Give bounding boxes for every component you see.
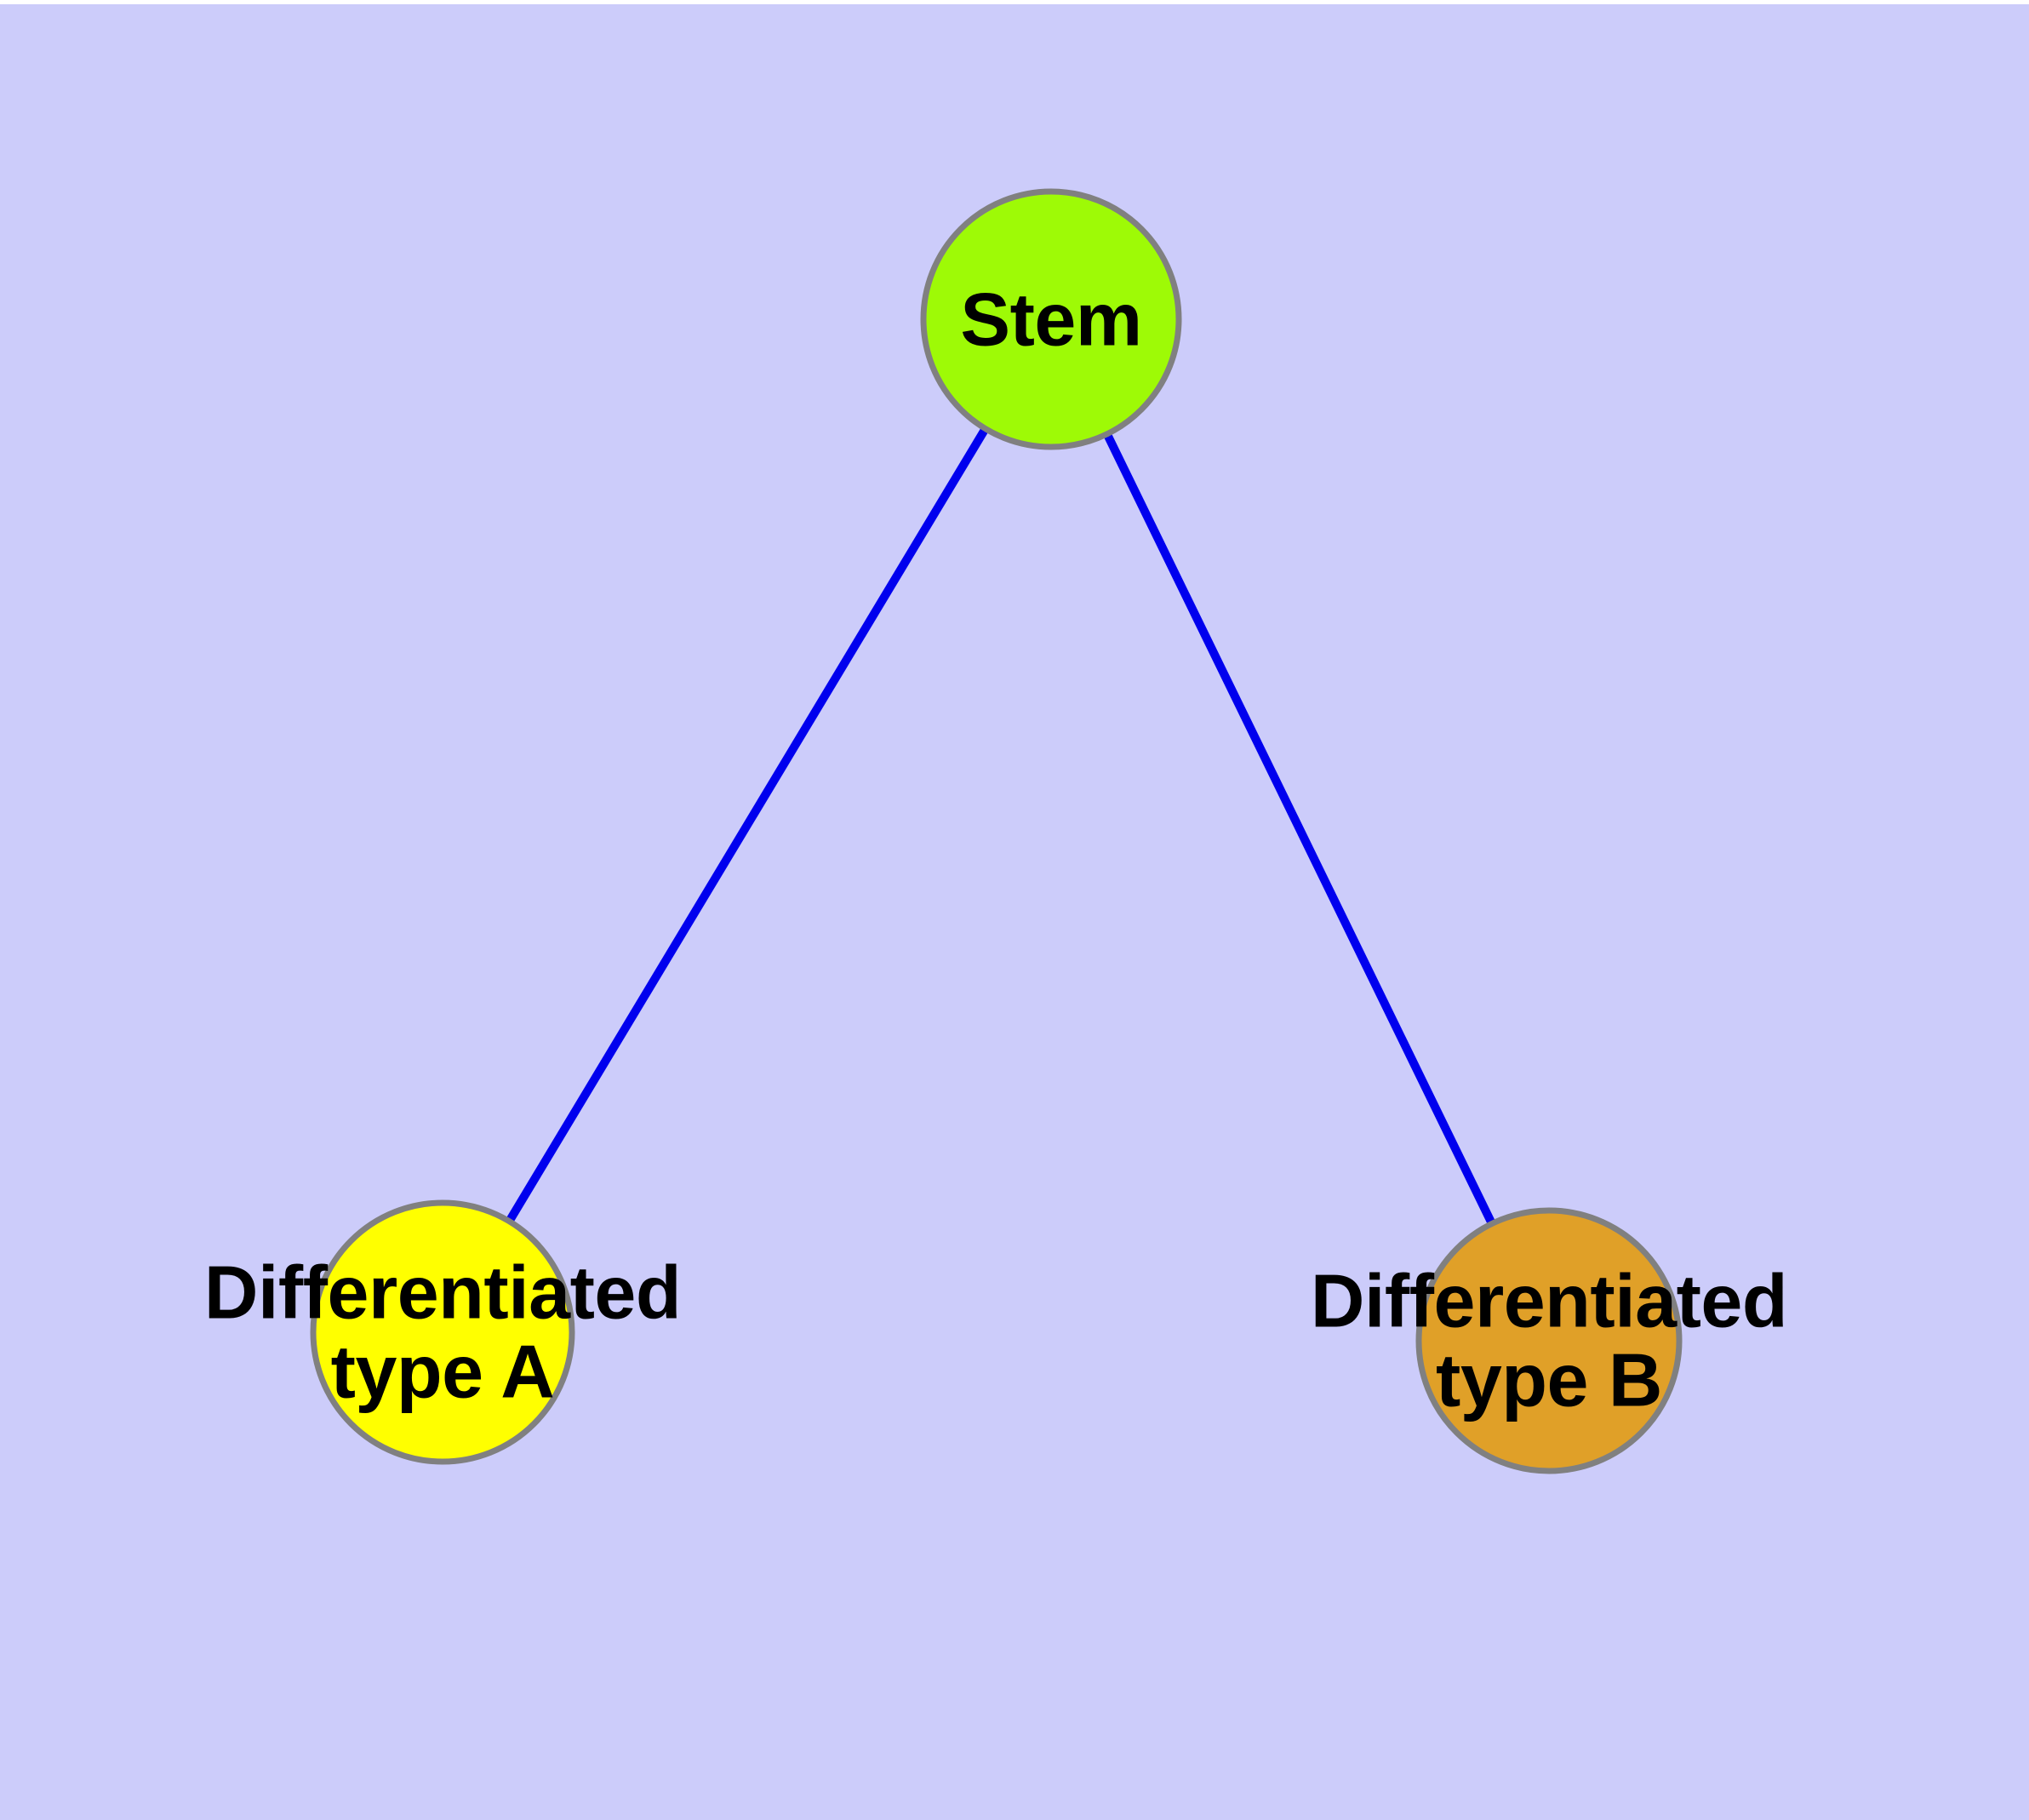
graph-edge — [1047, 317, 1553, 1343]
edges-layer — [438, 317, 1553, 1343]
graph-edge — [438, 317, 1055, 1335]
nodes-layer — [310, 188, 1683, 1474]
graph-node-stem[interactable] — [920, 188, 1182, 450]
graph-node-diff_a[interactable] — [310, 1199, 575, 1465]
graph-node-diff_b[interactable] — [1415, 1207, 1683, 1474]
